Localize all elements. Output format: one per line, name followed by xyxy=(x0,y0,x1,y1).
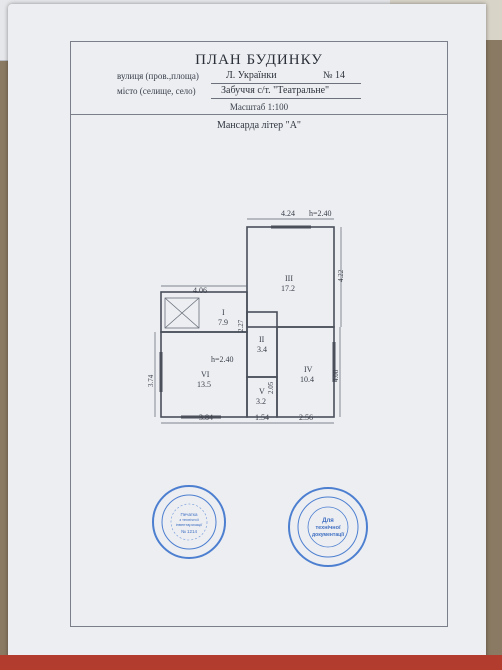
room-ii-number: II xyxy=(259,335,265,344)
room-iii-number: III xyxy=(285,274,293,283)
dim-bottom-left: 3.84 xyxy=(199,413,213,422)
street-underline xyxy=(211,83,361,84)
stamp-left-line3: інвентаризації xyxy=(176,522,203,527)
room-iv-number: IV xyxy=(304,365,313,374)
city-underline xyxy=(211,98,361,99)
city-value: Забуччя с/т. "Театральне" xyxy=(221,85,330,96)
dim-room6-height: h=2.40 xyxy=(211,355,234,364)
document-title: ПЛАН БУДИНКУ xyxy=(195,52,323,68)
room-vi-area: 13.5 xyxy=(197,380,211,389)
dim-room1-side: 2.27 xyxy=(237,319,245,332)
street-label: вулиця (пров.,площа) xyxy=(117,71,199,81)
floor-plan: 4.24 h=2.40 4.22 III 17.2 4.06 I 7.9 2.2… xyxy=(147,209,345,424)
room-v-area: 3.2 xyxy=(256,397,266,406)
city-label: місто (селище, село) xyxy=(117,86,196,96)
dim-room5-side: 2.05 xyxy=(267,381,275,394)
stamp-right: Для технічної документації xyxy=(288,487,368,567)
room-v-number: V xyxy=(259,387,265,396)
stamp-right-line1: Для xyxy=(322,518,334,524)
stamp-left-line1: Печатка xyxy=(181,512,198,517)
house-number: № 14 xyxy=(323,70,346,81)
stamp-left-line2: з технічної xyxy=(179,517,199,522)
room-vi-number: VI xyxy=(201,370,210,379)
room-i-number: I xyxy=(222,308,225,317)
stamp-left: Печатка з технічної інвентаризації № 121… xyxy=(152,485,226,559)
street-value: Л. Українки xyxy=(226,70,277,81)
room-ii-area: 3.4 xyxy=(257,345,267,354)
room-iv-area: 10.4 xyxy=(300,375,314,384)
floor-title: Мансарда літер "А" xyxy=(216,120,302,131)
dim-room4-side: 4.08 xyxy=(332,369,340,382)
stamp-left-number: № 1214 xyxy=(181,529,198,534)
dim-room3-side: 4.22 xyxy=(337,269,345,282)
dim-room6-side: 3.74 xyxy=(147,374,155,387)
document-frame: ПЛАН БУДИНКУ вулиця (пров.,площа) Л. Укр… xyxy=(70,41,448,627)
dim-room1-width: 4.06 xyxy=(193,286,207,295)
dim-top-height: h=2.40 xyxy=(309,209,332,218)
dim-top-width: 4.24 xyxy=(281,209,295,218)
document-page: ПЛАН БУДИНКУ вулиця (пров.,площа) Л. Укр… xyxy=(8,4,486,664)
room-i-area: 7.9 xyxy=(218,318,228,327)
dim-bottom-mid: 1.54 xyxy=(255,413,269,422)
scale-text: Масштаб 1:100 xyxy=(229,102,289,112)
room-iii-area: 17.2 xyxy=(281,284,295,293)
dim-bottom-right: 2.56 xyxy=(299,413,313,422)
table-edge xyxy=(0,655,502,670)
stamp-right-line3: документації xyxy=(312,532,345,538)
stamp-right-line2: технічної xyxy=(315,525,340,531)
header-divider xyxy=(71,114,447,115)
